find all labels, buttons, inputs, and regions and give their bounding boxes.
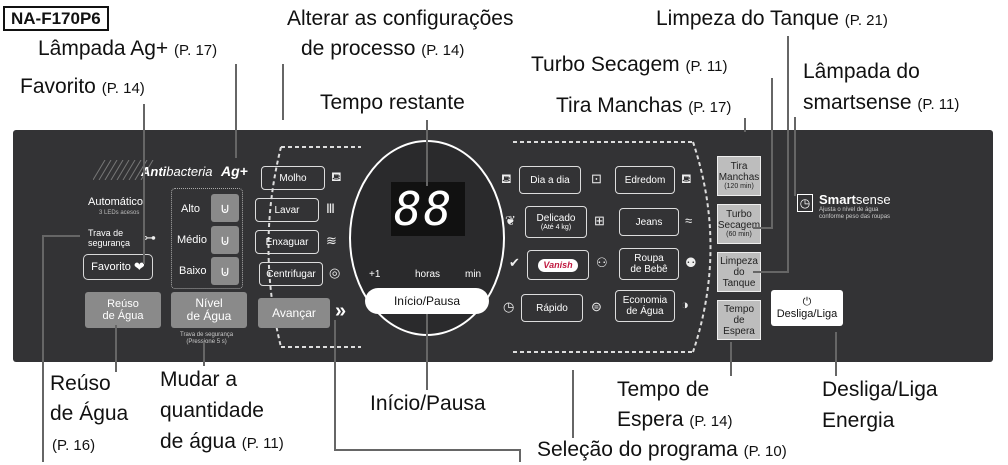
comforter-icon: ⛾ — [681, 171, 692, 186]
favorite-button[interactable]: Favorito❤ — [83, 254, 153, 280]
control-panel: Antibacteria Ag+ Automático 3 LEDs aceso… — [13, 130, 993, 362]
callout-power-2: Energia — [822, 409, 895, 432]
level-high-label: Alto — [181, 203, 200, 215]
automatic-label: Automático — [88, 196, 144, 208]
min-label: min — [465, 269, 482, 280]
advance-button[interactable]: Avançar — [258, 298, 330, 328]
double-chevron-icon: » — [335, 300, 347, 322]
callout-startpause: Início/Pausa — [370, 392, 486, 415]
level-medium-label: Médio — [177, 234, 207, 246]
ag-plus-lamp: Ag+ — [221, 163, 248, 179]
callout-program: Seleção do programa (P. 10) — [537, 438, 787, 461]
wash-button[interactable]: Lavar — [255, 198, 319, 222]
callout-reuse-1: Reúso — [50, 372, 111, 395]
callout-power-1: Desliga/Liga — [822, 378, 938, 401]
water-level-group — [171, 188, 243, 289]
callout-water-1: Mudar a — [160, 368, 238, 391]
everyday-icon: ⊡ — [591, 171, 602, 186]
callout-water-3: de água (P. 11) — [160, 430, 284, 453]
spin-button[interactable]: Centrifugar — [259, 262, 323, 286]
callout-wait-1: Tempo de — [617, 378, 710, 401]
callout-alter-2: de processo (P. 14) — [301, 37, 465, 60]
baby-icon: ⚇ — [596, 255, 608, 270]
level-low-label: Baixo — [179, 265, 207, 277]
callout-wait-2: Espera (P. 14) — [617, 408, 733, 431]
leaf-icon: ❦ — [505, 213, 516, 228]
automatic-sub-label: 3 LEDs acesos — [99, 210, 140, 216]
callout-stains: Tira Manchas (P. 17) — [556, 94, 732, 117]
hours-label: horas — [415, 269, 441, 280]
callout-reuse-2: de Água — [50, 402, 129, 425]
program-jeans-button[interactable]: Jeans — [619, 208, 679, 236]
level-medium-indicator[interactable]: ⊍ — [211, 226, 239, 254]
start-pause-button[interactable]: Início/Pausa — [365, 288, 489, 314]
jeans-icon: ≈ — [685, 213, 693, 228]
antibacteria-logo: Antibacteria — [141, 164, 213, 179]
water-saving-icon: ◑ — [681, 297, 689, 312]
program-vanish-button[interactable]: Vanish — [527, 250, 589, 280]
callout-smartsense-1: Lâmpada do — [803, 60, 920, 83]
clock-icon: ◷ — [503, 299, 515, 314]
smartsense-lamp-icon: ◷ — [797, 194, 813, 212]
rinse-button[interactable]: Enxaguar — [255, 230, 319, 254]
wash-icon: Ⅲ — [326, 201, 335, 216]
lock-note: Trava de segurança(Pressione 5 s) — [180, 332, 234, 345]
smartsense-logo: Smartsense — [819, 192, 891, 207]
program-bracket — [513, 141, 712, 353]
remaining-time-digits: 88 — [394, 182, 454, 236]
heart-icon: ❤ — [133, 259, 145, 274]
program-delicate-button[interactable]: Delicado(Até 4 kg) — [525, 206, 587, 238]
callout-tank: Limpeza do Tanque (P. 21) — [656, 7, 888, 30]
quick-icon: ⊜ — [591, 299, 602, 314]
soak-icon: ⛾ — [331, 169, 342, 184]
callout-alter-1: Alterar as configurações — [287, 7, 514, 30]
power-button[interactable]: ⏻ Desliga/Liga — [771, 290, 843, 326]
soak-button[interactable]: Molho — [261, 166, 325, 190]
callout-remaining: Tempo restante — [320, 91, 465, 114]
baby-clothes-icon: ⚉ — [685, 255, 697, 270]
stripe-decoration — [93, 160, 154, 180]
key-icon: ⊶ — [143, 230, 156, 245]
callout-water-2: quantidade — [160, 399, 264, 422]
program-quick-button[interactable]: Rápido — [521, 294, 583, 322]
program-comforter-button[interactable]: Edredom — [615, 166, 675, 194]
shirt-icon: ⛾ — [501, 171, 512, 186]
callout-favorite: Favorito (P. 14) — [20, 75, 145, 98]
callout-turbo: Turbo Secagem (P. 11) — [531, 53, 728, 76]
plus-one-label: +1 — [369, 269, 381, 280]
time-display — [391, 182, 465, 236]
callout-smartsense-2: smartsense (P. 11) — [803, 91, 960, 114]
model-label: NA-F170P6 — [3, 6, 109, 31]
power-icon: ⏻ — [802, 296, 812, 308]
level-high-indicator[interactable]: ⊍ — [211, 194, 239, 222]
rinse-icon: ≋ — [326, 233, 337, 248]
program-everyday-button[interactable]: Dia a dia — [519, 166, 581, 194]
check-icon: ✔ — [509, 255, 520, 270]
callout-lamp-ag: Lâmpada Ag+ (P. 17) — [38, 37, 218, 60]
callout-reuse-page: (P. 16) — [52, 437, 96, 454]
spin-icon: ◎ — [329, 265, 341, 280]
level-low-indicator[interactable]: ⊍ — [211, 257, 239, 285]
delicate-icon: ⊞ — [594, 213, 605, 228]
